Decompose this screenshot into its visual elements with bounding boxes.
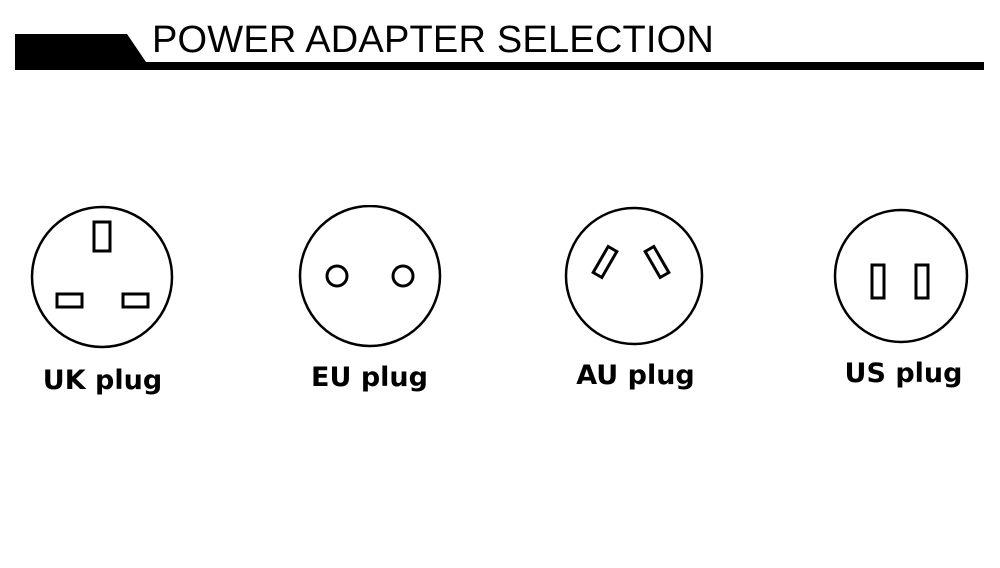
- eu-socket-icon: [298, 205, 442, 348]
- plug-item-au: AU plug: [563, 205, 708, 391]
- plug-label-uk: UK plug: [42, 365, 163, 396]
- plug-label-eu: EU plug: [311, 362, 428, 393]
- plug-label-au: AU plug: [576, 360, 695, 391]
- page-title: POWER ADAPTER SELECTION: [152, 19, 715, 61]
- header-banner: [15, 34, 984, 70]
- plug-item-uk: UK plug: [30, 205, 175, 396]
- us-socket-icon: [833, 208, 969, 344]
- uk-socket-icon: [30, 205, 174, 349]
- au-socket-icon: [564, 206, 704, 346]
- plug-item-us: US plug: [831, 205, 976, 389]
- plug-label-us: US plug: [844, 358, 963, 389]
- plug-item-eu: EU plug: [297, 205, 442, 393]
